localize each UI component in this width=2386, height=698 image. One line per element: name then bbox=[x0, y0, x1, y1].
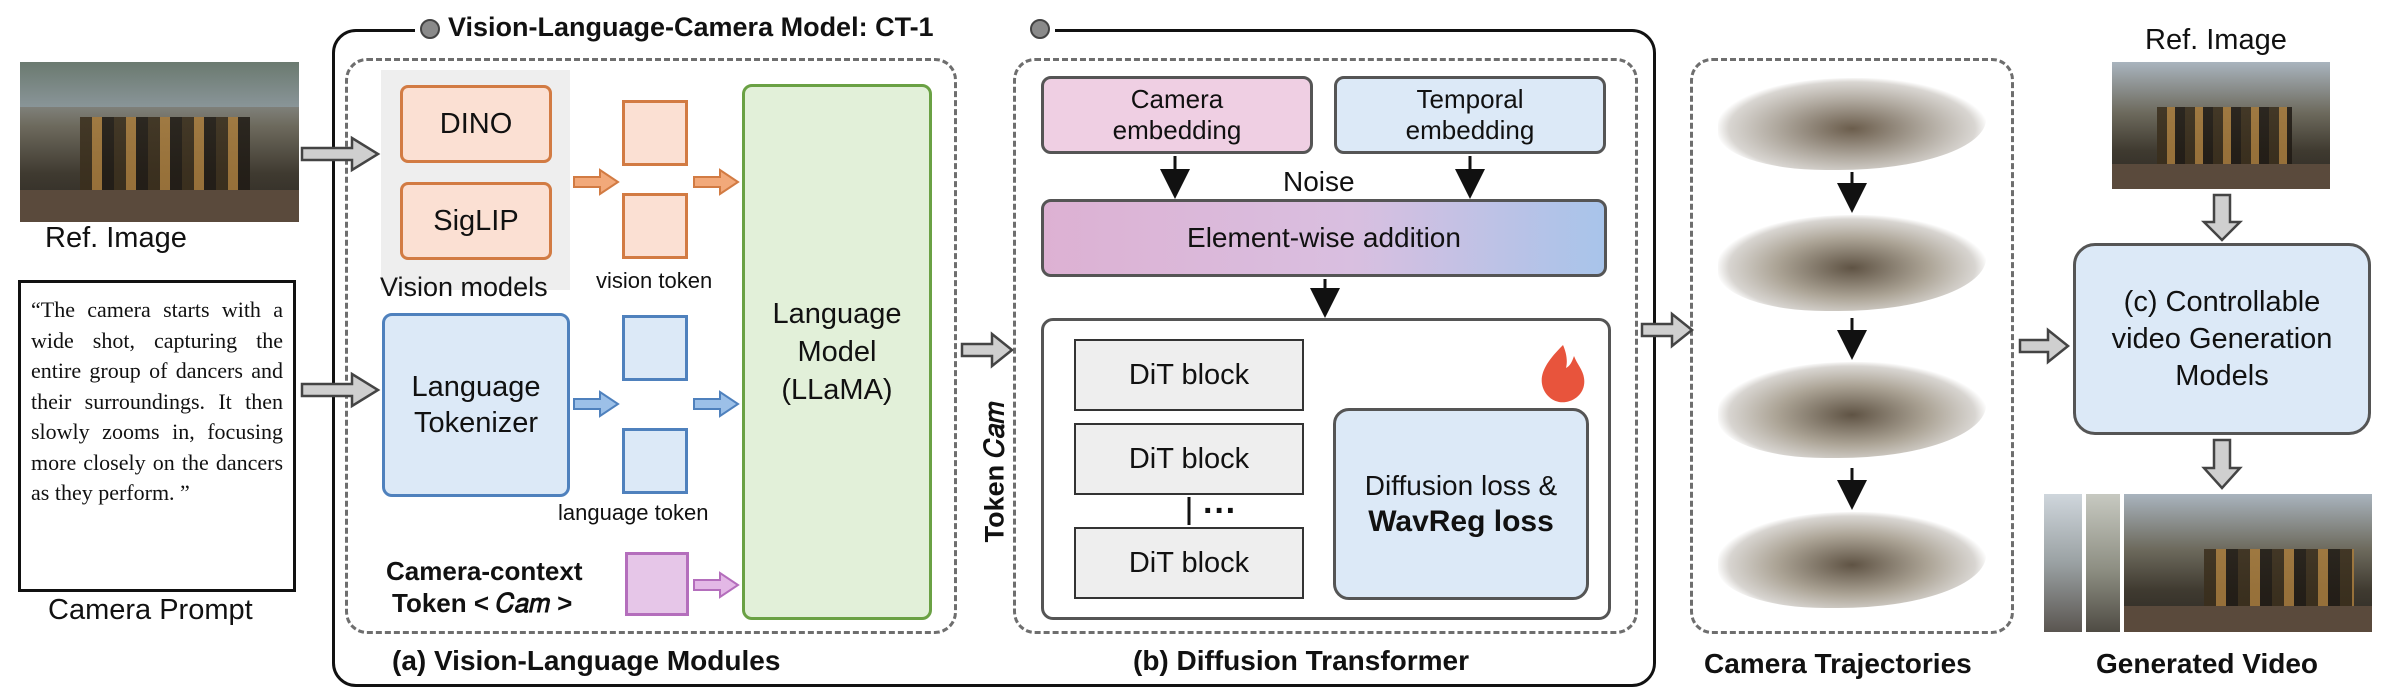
dancer-group-right bbox=[2157, 107, 2292, 169]
ct1-title-backing bbox=[415, 12, 1055, 46]
siglip-box: SigLIP bbox=[400, 182, 552, 260]
floor-right bbox=[2112, 164, 2330, 189]
trajectory-cloud-3 bbox=[1718, 362, 1986, 458]
floor-generated bbox=[2124, 606, 2372, 632]
dit-block-3-label: DiT block bbox=[1128, 546, 1250, 579]
dit-block-2-label: DiT block bbox=[1128, 442, 1250, 475]
arrow-trajectories-to-model bbox=[2018, 327, 2071, 365]
module-a-caption: (a) Vision-Language Modules bbox=[392, 645, 781, 676]
trajectory-cloud-4 bbox=[1718, 512, 1986, 608]
loss-line1: Diffusion loss & bbox=[1364, 470, 1558, 501]
siglip-label: SigLIP bbox=[433, 204, 519, 237]
language-tokenizer-label: Language Tokenizer bbox=[411, 371, 541, 439]
module-b-frame bbox=[1013, 58, 1638, 634]
language-tokenizer-box: Language Tokenizer bbox=[382, 313, 570, 497]
lm-line1: Language bbox=[772, 298, 902, 330]
arrow-model-down bbox=[2201, 438, 2243, 490]
controllable-line2: video Generation bbox=[2111, 322, 2333, 355]
dino-box: DINO bbox=[400, 85, 552, 163]
lm-line3: (LLaMA) bbox=[781, 374, 893, 406]
loss-box: Diffusion loss & WavReg loss bbox=[1333, 408, 1589, 600]
trajectory-cloud-2 bbox=[1718, 215, 1986, 311]
language-token-bottom bbox=[622, 428, 688, 494]
temporal-embedding-box: Temporal embedding bbox=[1334, 76, 1606, 154]
generated-frame-1 bbox=[2044, 494, 2082, 632]
loss-line2: WavReg loss bbox=[1368, 505, 1554, 538]
dit-block-2: DiT block bbox=[1074, 423, 1304, 495]
camera-context-label-line1: Camera-context bbox=[386, 556, 583, 586]
generated-video-caption: Generated Video bbox=[2096, 648, 2319, 679]
controllable-models-box: (c) Controllable video Generation Models bbox=[2073, 243, 2371, 435]
camera-prompt-label: Camera Prompt bbox=[48, 594, 253, 626]
dancer-group bbox=[80, 117, 250, 197]
title-right-dot bbox=[1030, 19, 1050, 39]
controllable-line1: (c) Controllable bbox=[2123, 285, 2321, 318]
floor bbox=[20, 190, 299, 222]
elementwise-addition-box: Element-wise addition bbox=[1041, 199, 1607, 277]
dit-block-3: DiT block bbox=[1074, 527, 1304, 599]
tree bbox=[20, 62, 299, 107]
language-model-box: Language Model (LLaMA) bbox=[742, 84, 932, 620]
trajectories-caption: Camera Trajectories bbox=[1704, 648, 1972, 679]
ref-image-left bbox=[20, 62, 299, 222]
vision-models-label: Vision models bbox=[380, 272, 548, 302]
ct1-title: Vision-Language-Camera Model: CT-1 bbox=[448, 12, 934, 42]
ref-image-right bbox=[2112, 62, 2330, 189]
generated-frame-2 bbox=[2086, 494, 2120, 632]
trajectory-cloud-1 bbox=[1718, 78, 1986, 170]
title-left-dot bbox=[420, 19, 440, 39]
camera-embedding-label: Camera embedding bbox=[1112, 84, 1242, 145]
noise-label: Noise bbox=[1283, 166, 1355, 197]
ref-image-right-label: Ref. Image bbox=[2145, 24, 2287, 56]
dit-block-1: DiT block bbox=[1074, 339, 1304, 411]
camera-context-label-line2: Token < 𝐶𝑎𝑚 > bbox=[392, 588, 573, 618]
vision-token-label: vision token bbox=[596, 268, 713, 293]
module-b-caption: (b) Diffusion Transformer bbox=[1133, 645, 1470, 676]
lm-line2: Model bbox=[797, 336, 877, 368]
controllable-line3: Models bbox=[2175, 359, 2269, 392]
generated-frame-3 bbox=[2124, 494, 2372, 632]
token-cam-label: Token 𝐶𝑎𝑚 bbox=[979, 401, 1010, 543]
camera-prompt-box: “The camera starts with a wide shot, cap… bbox=[18, 280, 296, 592]
dit-block-1-label: DiT block bbox=[1128, 358, 1250, 391]
dit-ellipsis: ··· bbox=[1203, 492, 1237, 530]
temporal-embedding-label: Temporal embedding bbox=[1405, 84, 1535, 145]
camera-embedding-box: Camera embedding bbox=[1041, 76, 1313, 154]
camera-prompt-text: “The camera starts with a wide shot, cap… bbox=[31, 297, 283, 505]
ref-image-left-label: Ref. Image bbox=[45, 222, 187, 254]
dino-label: DINO bbox=[439, 107, 513, 140]
language-token-top bbox=[622, 315, 688, 381]
language-token-label: language token bbox=[558, 500, 709, 525]
vision-token-bottom bbox=[622, 193, 688, 259]
module-a-frame bbox=[345, 58, 957, 634]
camera-context-token bbox=[625, 552, 689, 616]
elementwise-addition-label: Element-wise addition bbox=[1187, 222, 1461, 253]
arrow-ref-down bbox=[2200, 193, 2244, 242]
vision-token-top bbox=[622, 100, 688, 166]
